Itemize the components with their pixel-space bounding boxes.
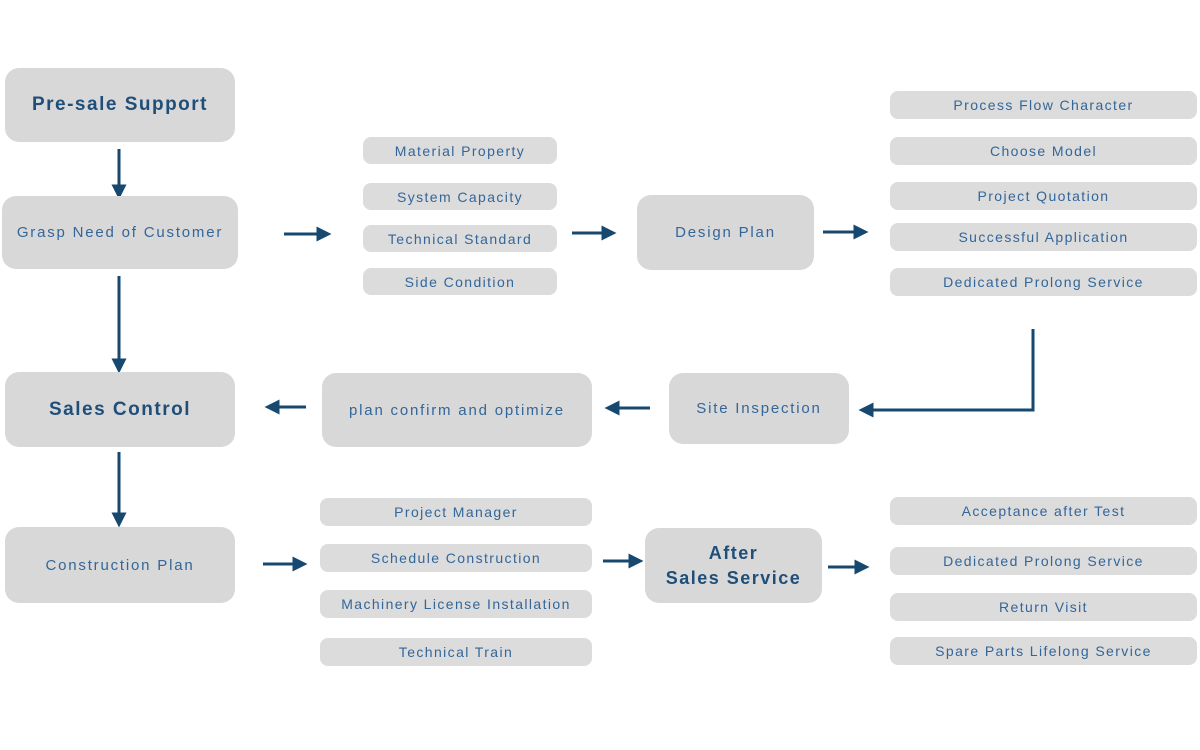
- node-label: plan confirm and optimize: [349, 401, 565, 419]
- node-pre-sale-support: Pre-sale Support: [5, 68, 235, 142]
- node-after-sales-service: After Sales Service: [645, 528, 822, 603]
- list-item: Dedicated Prolong Service: [890, 547, 1197, 575]
- list-item: Process Flow Character: [890, 91, 1197, 119]
- list-item: Return Visit: [890, 593, 1197, 621]
- node-design-plan: Design Plan: [637, 195, 814, 270]
- list-item: Technical Train: [320, 638, 592, 666]
- node-label: Construction Plan: [45, 556, 195, 574]
- list-item: Machinery License Installation: [320, 590, 592, 618]
- list-item: System Capacity: [363, 183, 557, 210]
- list-item: Acceptance after Test: [890, 497, 1197, 525]
- list-item: Successful Application: [890, 223, 1197, 251]
- node-label-line2: Sales Service: [665, 567, 802, 588]
- node-sales-control: Sales Control: [5, 372, 235, 447]
- node-site-inspection: Site Inspection: [669, 373, 849, 444]
- node-grasp-need-of-customer: Grasp Need of Customer: [2, 196, 238, 269]
- node-label: Pre-sale Support: [31, 94, 209, 116]
- node-label: Design Plan: [675, 224, 776, 241]
- arrow-outputs-to-site-inspection: [858, 329, 1035, 418]
- node-label-line1: After: [708, 543, 759, 564]
- node-label: Site Inspection: [696, 400, 822, 417]
- list-item: Choose Model: [890, 137, 1197, 165]
- list-item: Dedicated Prolong Service: [890, 268, 1197, 296]
- list-item: Material Property: [363, 137, 557, 164]
- list-item: Spare Parts Lifelong Service: [890, 637, 1197, 665]
- list-item: Project Quotation: [890, 182, 1197, 210]
- node-label: Sales Control: [49, 398, 191, 420]
- list-item: Technical Standard: [363, 225, 557, 252]
- list-item: Project Manager: [320, 498, 592, 526]
- node-plan-confirm-optimize: plan confirm and optimize: [322, 373, 592, 447]
- list-item: Side Condition: [363, 268, 557, 295]
- list-item: Schedule Construction: [320, 544, 592, 572]
- node-construction-plan: Construction Plan: [5, 527, 235, 603]
- node-label: Grasp Need of Customer: [16, 224, 224, 241]
